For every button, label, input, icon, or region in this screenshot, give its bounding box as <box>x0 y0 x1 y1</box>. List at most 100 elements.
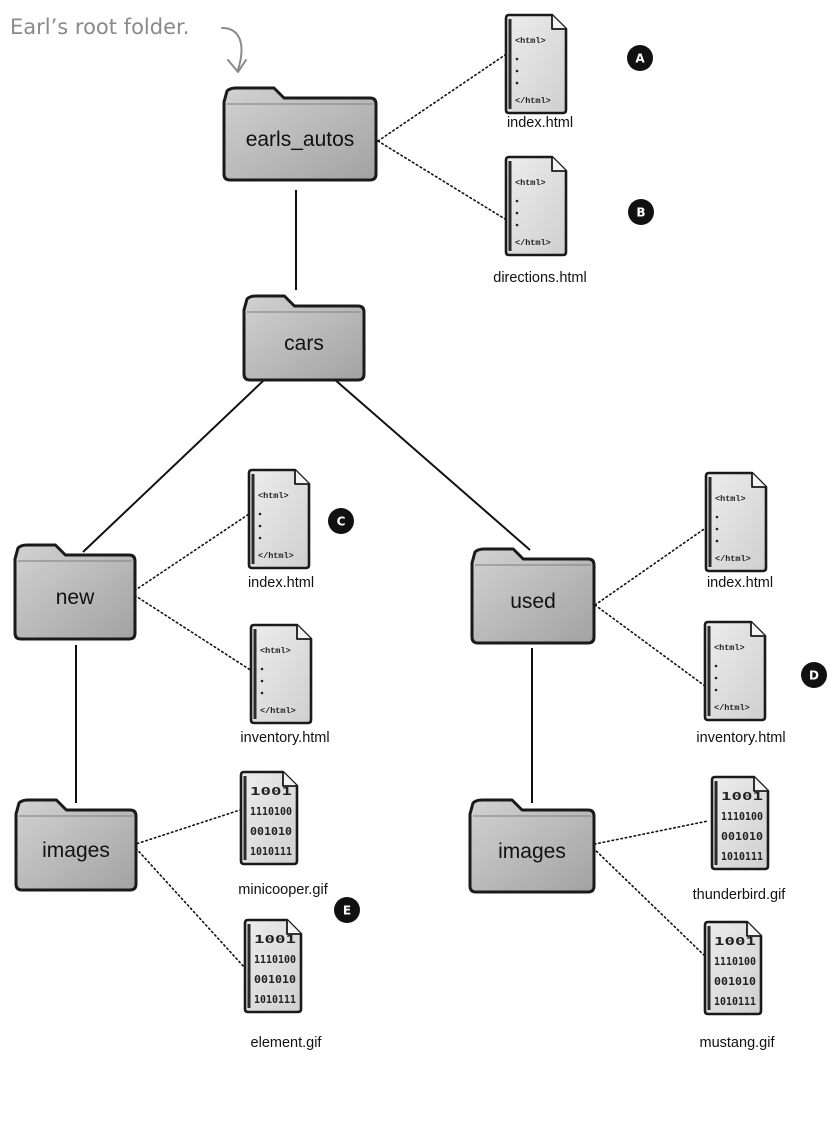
folder-images_used[interactable]: images <box>468 798 596 894</box>
binary-row: 1110100 <box>250 806 292 818</box>
file-label: index.html <box>707 575 773 591</box>
binary-row: 1010111 <box>254 994 296 1006</box>
connectors <box>75 54 709 969</box>
file-link-mustang <box>589 844 707 958</box>
annotation-arrow <box>221 27 243 71</box>
badge-C: C <box>328 508 354 534</box>
page-corner-fold <box>753 777 768 792</box>
html-file-icon <box>704 471 768 573</box>
page-corner-fold <box>751 473 766 488</box>
gif-file-icon <box>239 770 299 866</box>
folder-earls_autos[interactable]: earls_autos <box>222 86 378 182</box>
file-new_inventory[interactable]: <html> </html> inventory.html <box>240 623 330 746</box>
binary-row: 1001 <box>250 786 292 798</box>
page-corner-fold <box>551 15 566 30</box>
gif-file-icon <box>703 920 763 1016</box>
html-file-icon <box>504 155 568 257</box>
page-corner-fold <box>296 625 311 640</box>
folder-label: images <box>498 840 566 863</box>
gif-file-icon <box>243 918 303 1014</box>
code-dot <box>715 515 719 519</box>
page-corner-fold <box>286 920 301 935</box>
folder-link-cars-new <box>82 361 284 553</box>
folder-label: used <box>510 590 556 613</box>
code-dot <box>515 69 519 73</box>
badge-circle <box>328 508 354 534</box>
file-label: index.html <box>507 115 573 131</box>
file-link-new_index <box>130 513 250 594</box>
folder-label: new <box>56 586 95 609</box>
file-label: inventory.html <box>240 730 329 746</box>
file-label: thunderbird.gif <box>693 887 787 903</box>
folder-icon <box>14 798 138 892</box>
root-annotation: Earl’s root folder. <box>10 15 247 73</box>
html-open-tag: <html> <box>515 36 546 46</box>
html-close-tag: </html> <box>515 96 551 106</box>
badge-letter: B <box>636 206 645 220</box>
html-file-icon <box>249 623 313 725</box>
folder-icon <box>242 294 366 382</box>
file-link-used_inventory <box>594 604 706 687</box>
badge-letter: A <box>635 52 645 66</box>
code-dot <box>515 211 519 215</box>
badge-circle <box>801 662 827 688</box>
page-corner-fold <box>551 157 566 172</box>
file-used_inventory[interactable]: <html></html>inventory.html <box>696 620 786 746</box>
badge-circle <box>334 897 360 923</box>
html-close-tag: </html> <box>715 554 751 564</box>
binary-row: 1010111 <box>250 846 292 858</box>
binary-row: 1110100 <box>254 954 296 966</box>
file-link-element <box>132 844 246 969</box>
binary-row: 1010111 <box>721 851 763 863</box>
folder-icon <box>468 798 596 894</box>
code-dot <box>515 223 519 227</box>
html-close-tag: </html> <box>258 551 294 561</box>
folder-new[interactable]: new <box>13 543 137 641</box>
file-new_index[interactable]: <html></html>index.html <box>247 468 314 591</box>
html-close-tag: </html> <box>515 238 551 248</box>
badge-letter: E <box>343 904 351 918</box>
binary-row: 001010 <box>254 974 296 986</box>
binary-row: 1110100 <box>721 811 763 823</box>
code-dot <box>714 688 718 692</box>
code-dot <box>714 664 718 668</box>
file-link-new_inventory <box>130 592 253 672</box>
badge-circle <box>628 199 654 225</box>
html-open-tag: <html> <box>715 494 746 504</box>
page-corner-fold <box>750 622 765 637</box>
folder-images_new[interactable]: images <box>14 798 138 892</box>
folder-icon <box>470 547 596 645</box>
file-root_index[interactable]: <html> </html> index.html <box>504 13 573 131</box>
folder-used[interactable]: used <box>470 547 596 645</box>
file-label: element.gif <box>251 1035 323 1051</box>
file-link-used_index <box>594 526 708 606</box>
file-used_index[interactable]: <html> </html> index.html <box>704 471 773 591</box>
file-label: index.html <box>248 575 314 591</box>
html-close-tag: </html> <box>714 703 750 713</box>
html-file-icon <box>504 13 568 115</box>
html-file-icon <box>247 468 311 570</box>
binary-row: 001010 <box>250 826 292 838</box>
folder-icon <box>13 543 137 641</box>
folder-label: earls_autos <box>246 128 355 151</box>
html-open-tag: <html> <box>515 178 546 188</box>
file-link-root_directions <box>377 140 506 220</box>
files: <html></html>index.htmlA<html></html>dir… <box>238 13 827 1051</box>
folder-cars[interactable]: cars <box>242 294 366 382</box>
html-open-tag: <html> <box>260 646 291 656</box>
page-corner-fold <box>282 772 297 787</box>
page-corner-fold <box>294 470 309 485</box>
file-element[interactable]: 1001 1110100 001010 1010111 element.gif <box>243 918 323 1051</box>
code-dot <box>515 57 519 61</box>
file-root_directions[interactable]: <html></html>directions.html <box>493 155 587 286</box>
html-close-tag: </html> <box>260 706 296 716</box>
code-dot <box>714 676 718 680</box>
code-dot <box>515 199 519 203</box>
binary-row: 1001 <box>254 934 296 946</box>
code-dot <box>258 512 262 516</box>
